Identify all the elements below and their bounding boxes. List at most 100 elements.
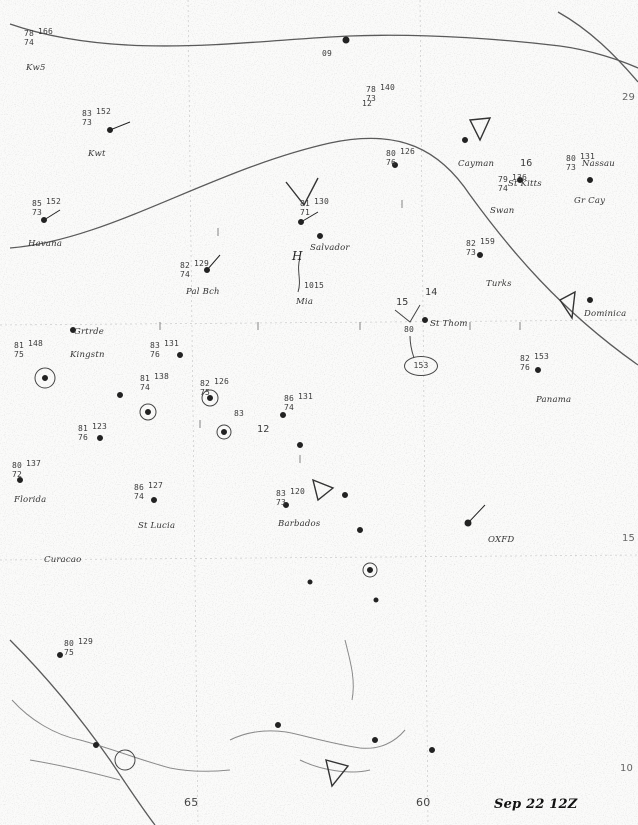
station-temp: 81 xyxy=(78,424,89,433)
station-dew: 73 xyxy=(276,498,287,507)
station-pres: 136 xyxy=(512,173,528,182)
station-temp: 82 xyxy=(466,239,477,248)
station-dew: 76 xyxy=(520,363,531,372)
station-pres: 126 xyxy=(214,377,230,386)
place-havana: Havana xyxy=(28,239,63,249)
coastlines xyxy=(11,639,406,781)
station-dew: 74 xyxy=(498,184,509,193)
place-salvador: Salvador xyxy=(310,243,350,253)
station-temp: 83 xyxy=(276,489,287,498)
place-florida: Florida xyxy=(14,495,47,505)
place-grand-cayman: Gr Cay xyxy=(574,196,606,206)
meridian-65-label: 65 xyxy=(184,796,199,809)
station-temp: 82 xyxy=(200,379,211,388)
misc-number-16: 16 xyxy=(520,158,533,169)
station-temp: 78 xyxy=(366,85,377,94)
coast-cuba-south xyxy=(29,759,121,781)
wind-symbol-bottom xyxy=(325,759,350,788)
station-temp: 82 xyxy=(520,354,531,363)
station-temp: 83 xyxy=(82,109,93,118)
station-temp: 85 xyxy=(32,199,43,208)
station-dew: 74 xyxy=(180,270,191,279)
misc-number-15: 15 xyxy=(396,297,409,308)
station-temp: 86 xyxy=(134,483,145,492)
station-dew: 73 xyxy=(82,118,93,127)
station-dew: 73 xyxy=(366,94,377,103)
station-temp: 80 xyxy=(12,461,23,470)
map-date-label: Sep 22 12Z xyxy=(494,797,578,812)
station-pres: 120 xyxy=(290,487,306,496)
isobar-lines xyxy=(9,11,638,825)
misc-number-12b: 12 xyxy=(362,99,373,108)
station-dew: 73 xyxy=(466,248,477,257)
station-temp: 83 xyxy=(150,341,161,350)
station-pres: 131 xyxy=(580,152,596,161)
station-pres: 152 xyxy=(96,107,112,116)
place-west-palm: Pal Bch xyxy=(186,287,220,297)
misc-number-12a: 12 xyxy=(257,424,270,435)
wind-symbol-right-2 xyxy=(558,290,576,320)
circled-pressure-a-value: 153 xyxy=(413,361,429,370)
coast-antilles-arc xyxy=(344,639,354,701)
station-pres: 138 xyxy=(154,372,170,381)
place-curacao: Curacao xyxy=(44,555,82,565)
place-miami: Mia xyxy=(296,297,314,307)
station-dew: 75 xyxy=(14,350,25,359)
station-pres: 166 xyxy=(38,27,54,36)
station-dew: 74 xyxy=(24,38,35,47)
circled-stations xyxy=(34,367,378,771)
place-oxfd: OXFD xyxy=(488,535,515,545)
place-key-west: Kw5 xyxy=(26,63,46,73)
place-panama: Panama xyxy=(536,395,572,405)
high-pressure-value: 1015 xyxy=(304,281,325,290)
coast-hispaniola xyxy=(229,729,406,749)
station-temp: 80 xyxy=(386,149,397,158)
station-pres: 130 xyxy=(314,197,330,206)
coast-left xyxy=(11,699,231,772)
place-kingston: Kingstn xyxy=(70,350,105,360)
tick-marks xyxy=(159,200,521,463)
place-keys: Kwt xyxy=(88,149,106,159)
station-temp: 78 xyxy=(24,29,35,38)
misc-number-14: 14 xyxy=(425,287,438,298)
station-pres: 126 xyxy=(400,147,416,156)
place-st-kitts: St Kitts xyxy=(508,179,542,189)
circled-pressure-a: 153 xyxy=(404,356,438,376)
station-temp: 86 xyxy=(284,394,295,403)
station-pres: 152 xyxy=(46,197,62,206)
station-temp: 81 xyxy=(14,341,25,350)
wind-symbol-center xyxy=(285,177,319,207)
station-pres: 127 xyxy=(148,481,164,490)
station-pres: 159 xyxy=(480,237,496,246)
station-dew: 74 xyxy=(284,403,295,412)
place-st-lucia: St Lucia xyxy=(138,521,176,531)
place-grtrde: Grtrde xyxy=(74,327,105,337)
wind-symbol-right-1 xyxy=(468,117,492,142)
isobar-bottom-left xyxy=(9,639,156,825)
station-dew: 76 xyxy=(78,433,89,442)
coast-puerto-rico xyxy=(299,759,371,773)
misc-number-80: 80 xyxy=(404,325,415,334)
isobar-upper-arc xyxy=(9,137,638,366)
station-dew: 72 xyxy=(12,470,23,479)
station-pres: 131 xyxy=(298,392,314,401)
high-pressure-label: H xyxy=(292,249,303,263)
station-temp: 81 xyxy=(140,374,151,383)
lat-upper-label: 29 xyxy=(622,92,636,103)
lat-middle-label: 15 xyxy=(622,533,636,544)
station-pres: 129 xyxy=(194,259,210,268)
station-pres: 129 xyxy=(78,637,94,646)
station-dew: 73 xyxy=(566,163,577,172)
meridian-60-label: 60 xyxy=(416,796,431,809)
station-dew: 73 xyxy=(32,208,43,217)
station-temp: 81 xyxy=(300,199,311,208)
place-barbados: Barbados xyxy=(278,519,321,529)
place-cayman: Cayman xyxy=(458,159,495,169)
wind-symbol-mid xyxy=(311,478,335,502)
place-turks: Turks xyxy=(486,279,512,289)
wind-symbols xyxy=(285,117,576,788)
place-swan: Swan xyxy=(490,206,515,216)
